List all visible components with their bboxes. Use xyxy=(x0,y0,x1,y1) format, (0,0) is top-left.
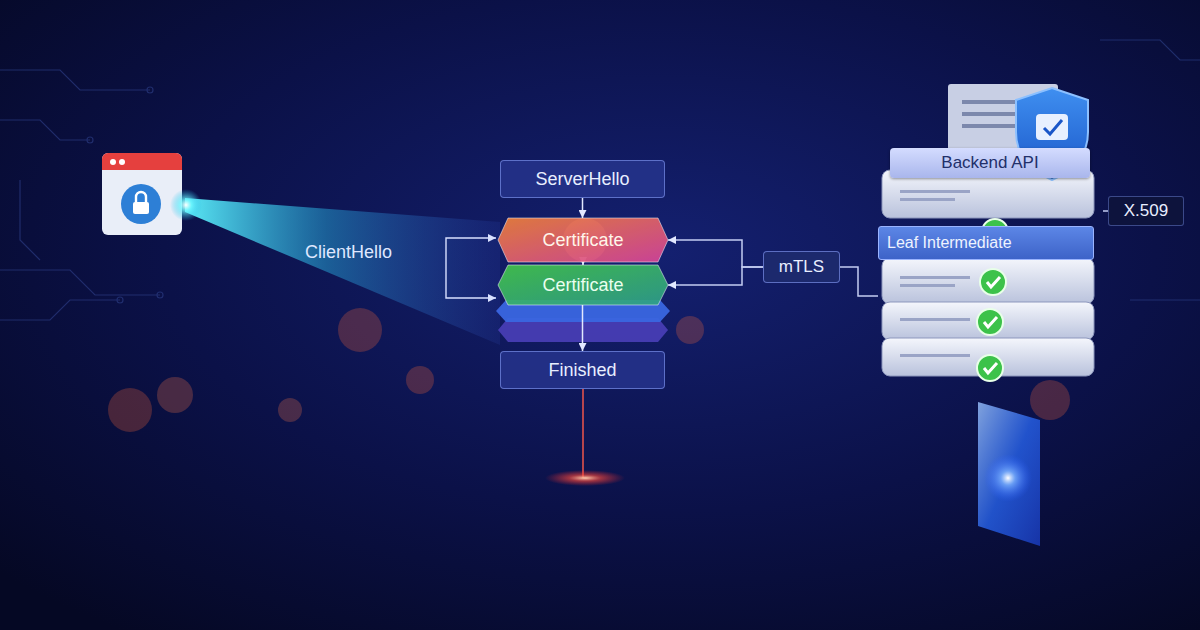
lock-shackle xyxy=(136,192,146,202)
shield-badge xyxy=(1036,114,1068,140)
circuit-pad xyxy=(157,292,163,298)
circuit-pad xyxy=(87,137,93,143)
circuit-trace xyxy=(20,180,40,260)
lower-layers xyxy=(496,300,670,342)
node-text: mTLS xyxy=(779,257,824,277)
vent xyxy=(900,198,955,201)
document-line xyxy=(962,112,1022,116)
vent xyxy=(900,284,955,287)
browser-window xyxy=(102,153,182,235)
bokeh xyxy=(676,316,704,344)
circuit-trace xyxy=(1100,40,1200,60)
circuit-trace xyxy=(0,270,160,295)
check-mark xyxy=(977,355,1003,381)
circuit-trace xyxy=(0,120,90,140)
circuit-pad xyxy=(147,87,153,93)
panel-glow xyxy=(984,454,1032,502)
browser-dot xyxy=(110,159,116,165)
bokeh xyxy=(108,388,152,432)
browser-dot xyxy=(119,159,125,165)
circuit-trace xyxy=(1130,299,1200,300)
circuit-trace xyxy=(0,300,120,320)
bokeh xyxy=(406,366,434,394)
layer-shape xyxy=(498,265,668,305)
certificate-layer: Certificate xyxy=(498,218,668,262)
handshake-step: ServerHello xyxy=(500,160,665,198)
client-beam xyxy=(185,198,500,345)
node-text: Certificate xyxy=(542,230,623,251)
timeline-drop xyxy=(582,389,583,478)
protocol-tag: mTLS xyxy=(763,251,840,283)
layer-shape xyxy=(498,218,668,262)
server-stack: Backend API Leaf Intermediate xyxy=(878,88,1103,378)
server-slab xyxy=(882,338,1094,376)
bokeh xyxy=(1030,380,1070,420)
circuit-trace xyxy=(0,70,150,90)
lock-badge xyxy=(121,184,161,224)
connector xyxy=(668,267,763,285)
vent xyxy=(900,318,970,321)
lock-body xyxy=(133,202,149,214)
check-mark xyxy=(980,269,1006,295)
node-text: Leaf Intermediate xyxy=(887,234,1012,252)
beam-glow xyxy=(170,189,202,221)
connector xyxy=(582,305,584,351)
bokeh xyxy=(278,398,302,422)
certificate-layer: Certificate xyxy=(498,265,668,305)
handshake-loop-bracket xyxy=(446,238,496,298)
browser-icon xyxy=(102,153,182,235)
bokeh xyxy=(338,308,382,352)
handshake-step: Finished xyxy=(500,351,665,389)
vent xyxy=(900,276,970,279)
server-slab xyxy=(882,302,1094,340)
glass-panel xyxy=(978,402,1040,546)
node-text: ServerHello xyxy=(535,169,629,190)
circuit-traces xyxy=(0,40,1200,320)
slab-vents xyxy=(900,190,970,357)
browser-bar xyxy=(102,153,182,170)
node-text: Certificate xyxy=(542,275,623,296)
connector xyxy=(668,240,763,267)
bokeh xyxy=(157,377,193,413)
timeline-line xyxy=(40,477,990,480)
connector xyxy=(840,267,878,296)
connector xyxy=(582,198,584,218)
message-label: ClientHello xyxy=(305,242,392,263)
node-text: Backend API xyxy=(890,148,1090,178)
server-slab xyxy=(882,258,1094,304)
shield-check xyxy=(1044,120,1062,134)
circuit-pad xyxy=(117,297,123,303)
timeline-glow xyxy=(545,470,625,486)
certificate-chain-band: Leaf Intermediate xyxy=(878,226,1094,260)
vent xyxy=(900,354,970,357)
node-text: Finished xyxy=(548,360,616,381)
vent xyxy=(900,190,970,193)
check-mark xyxy=(977,309,1003,335)
standard-tag: X.509 xyxy=(1108,196,1184,226)
node-text: X.509 xyxy=(1124,201,1168,221)
